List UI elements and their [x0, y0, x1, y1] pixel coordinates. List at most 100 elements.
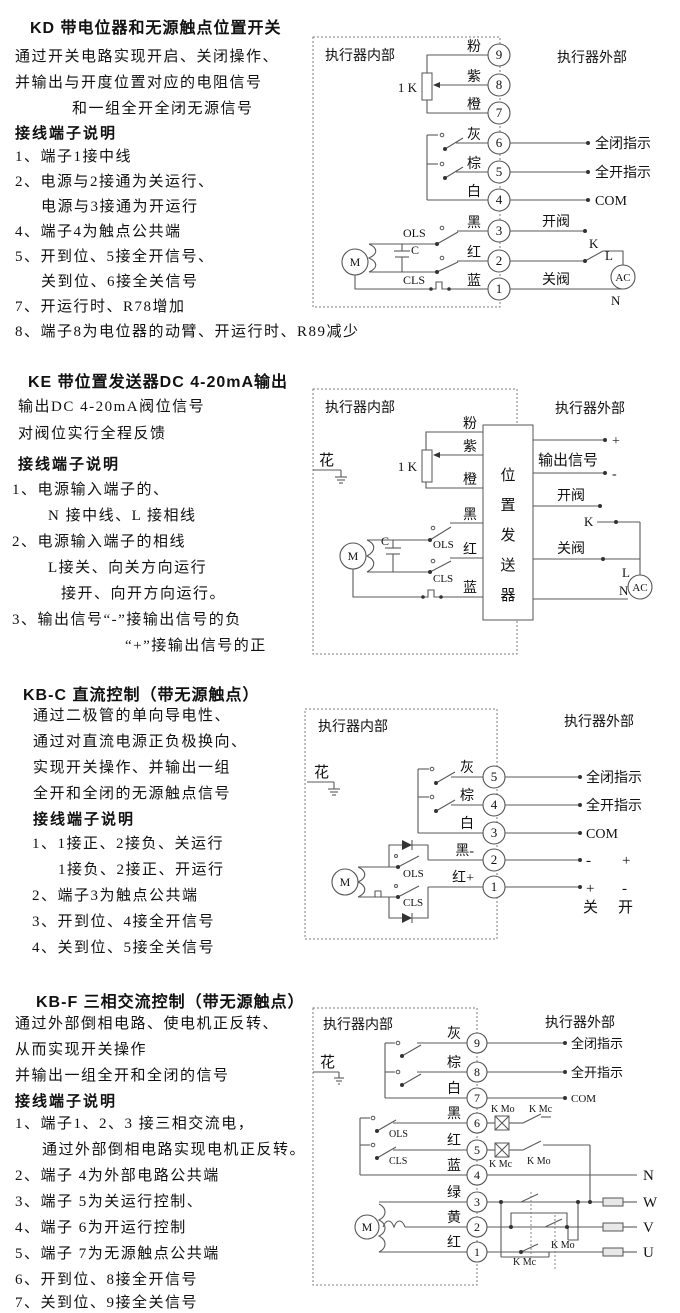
wire-label: 白 [460, 816, 474, 832]
kmo-coil-label: K Mo [491, 1104, 515, 1115]
kbf-item: 5、端子 7为无源触点公共端 [15, 1246, 220, 1262]
polarity-label: - [622, 881, 627, 897]
kbf-item: 1、端子1、2、3 接三相交流电， [15, 1116, 255, 1132]
ground-label: 花 [320, 1054, 335, 1071]
kbc-desc-line: 通过二极管的单向导电性、 [33, 708, 232, 724]
terminal-number: 8 [496, 77, 503, 92]
wire-label: 棕 [467, 156, 481, 172]
kd-item: 1、端子1接中线 [15, 149, 133, 165]
wire-label: 白 [467, 184, 481, 200]
wire-label: 红 [467, 245, 481, 261]
cls-label: CLS [403, 273, 425, 287]
kbc-wiring-diagram: 执行器内部 执行器外部 花 M OLS CLS 灰 棕 白 黑- 红+ 5 4 [304, 708, 642, 940]
motor-symbol [331, 868, 359, 896]
wire-label: 黑 [447, 1107, 461, 1122]
wire-label: 红 [463, 542, 477, 558]
position-transmitter-label: 位 置 发 送 器 [500, 467, 515, 604]
kbf-desc-line: 从而实现开关操作 [15, 1042, 148, 1058]
potentiometer [421, 72, 433, 101]
wire-label: 紫 [463, 439, 477, 455]
wire-label: 红 [447, 1133, 461, 1149]
kbf-item: 7、关到位、9接全关信号 [15, 1295, 199, 1311]
capacitor-label: C [381, 534, 389, 548]
inside-label: 执行器内部 [325, 400, 395, 416]
terminal-number: 7 [474, 1091, 480, 1105]
phase-w-label: W [643, 1195, 658, 1211]
wire-label: 棕 [460, 788, 474, 804]
wire-label: 灰 [447, 1026, 461, 1042]
svg-text:位: 位 [500, 467, 515, 484]
terminal-number: 5 [491, 769, 498, 784]
kd-item: 4、端子4为触点公共端 [15, 224, 182, 240]
kd-desc-line: 并输出与开度位置对应的电阻信号 [15, 75, 263, 91]
terminals: 9 8 7 6 5 4 3 2 1 [487, 43, 511, 301]
polarity-label: - [586, 853, 591, 869]
ols-label: OLS [389, 1129, 408, 1140]
full-open-indicator-label: 全开指示 [595, 164, 651, 181]
wire-color-labels: 粉 紫 橙 黑 红 蓝 [463, 416, 477, 596]
ground-label: 花 [314, 764, 329, 781]
svg-text:发: 发 [500, 527, 515, 544]
wire-label: 黑 [463, 508, 477, 523]
kmc-contact-label: K Mc [529, 1104, 553, 1115]
contactor-coils [494, 1115, 510, 1158]
ke-desc-line: 对阀位实行全程反馈 [18, 426, 167, 442]
kbc-desc-line: 实现开关操作、并输出一组 [33, 760, 232, 776]
inside-label: 执行器内部 [325, 48, 395, 64]
wire-color-labels: 灰 棕 白 黑 红 蓝 绿 黄 红 [447, 1026, 461, 1251]
wiper-arrow [433, 82, 440, 88]
terminal-number: 8 [474, 1065, 480, 1079]
wires [354, 54, 624, 290]
kbc-desc-line: 通过对直流电源正负极换向、 [33, 734, 248, 750]
k-switch-label: K [584, 514, 594, 529]
phase-v-label: V [643, 1220, 654, 1236]
close-valve-label: 关阀 [542, 272, 570, 288]
diode-close [402, 913, 412, 923]
contactor-linkage-lines [530, 1192, 556, 1271]
kbc-title: KB-C 直流控制（带无源触点） [23, 687, 260, 704]
ground-label: 花 [319, 452, 334, 469]
kbc-item: 1接负、2接正、开运行 [58, 862, 225, 878]
kbf-title: KB-F 三相交流控制（带无源触点） [36, 994, 305, 1011]
wire-label: 灰 [460, 760, 474, 776]
close-valve-label: 关阀 [557, 541, 585, 557]
pot-value: 1 K [398, 459, 418, 474]
external-connections: 全闭指示 全开指示 COM - + + - 关 开 [578, 769, 642, 916]
wire-label: 粉 [463, 416, 477, 432]
kd-desc-line: 和一组全开全闭无源信号 [72, 101, 254, 117]
outside-label: 执行器外部 [564, 714, 634, 730]
polarity-label: + [622, 853, 630, 869]
switch-contacts [394, 766, 438, 899]
motor-label: M [348, 549, 359, 563]
kd-desc-line: 通过开关电路实现开启、关闭操作、 [15, 49, 280, 65]
wire-label: 橙 [463, 472, 477, 488]
terminal-number: 4 [496, 192, 503, 207]
full-open-indicator-label: 全开指示 [571, 1065, 623, 1080]
terminal-number: 9 [474, 1036, 480, 1050]
wires [307, 768, 578, 919]
kbf-item: 2、端子 4为外部电路公共端 [15, 1168, 220, 1184]
ke-subtitle: 接线端子说明 [18, 456, 121, 473]
terminal-number: 3 [474, 1195, 480, 1209]
kd-item: 7、开运行时、R78增加 [15, 299, 186, 315]
kmc-coil-label: K Mc [489, 1159, 513, 1170]
kbc-item: 2、端子3为触点公共端 [32, 888, 199, 904]
ke-item: N 接中线、L 接相线 [48, 508, 197, 524]
ac-source-symbol [627, 574, 653, 600]
wire-label: 红 [447, 1235, 461, 1251]
kbf-desc-line: 通过外部倒相电路、使电机正反转、 [15, 1016, 280, 1032]
wire-color-labels: 粉 紫 橙 灰 棕 白 黑 红 蓝 [467, 39, 481, 289]
terminal-number: 4 [491, 797, 498, 812]
terminal-number: 1 [491, 879, 498, 894]
pot-value: 1 K [398, 80, 418, 95]
ac-label: AC [615, 272, 630, 284]
position-transmitter-box [482, 424, 534, 621]
kmo-contact-label: K Mo [527, 1156, 551, 1167]
wire-label: 棕 [447, 1055, 461, 1071]
terminal-number: 5 [496, 164, 503, 179]
ke-item: “+”接输出信号的正 [125, 638, 267, 654]
wire-label: 绿 [447, 1185, 461, 1201]
terminal-number: 9 [496, 47, 503, 62]
wire-label: 橙 [467, 97, 481, 113]
